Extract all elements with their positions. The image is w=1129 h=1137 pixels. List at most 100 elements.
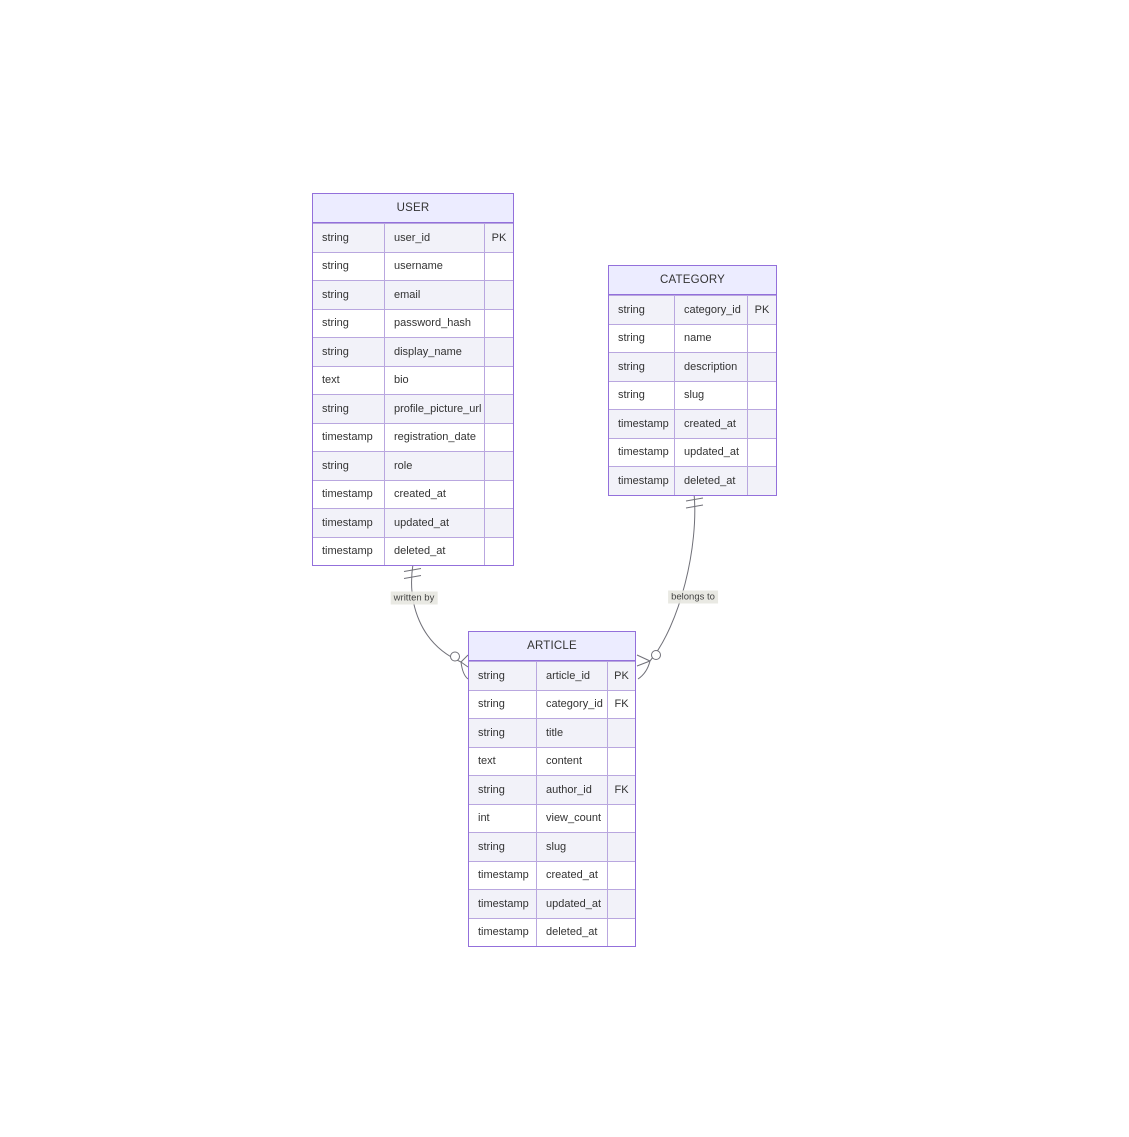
- attribute-type-cell: timestamp: [469, 860, 536, 890]
- attribute-key-cell: [484, 394, 513, 423]
- attribute-type-cell: string: [469, 832, 536, 861]
- attribute-name-cell: category_id: [674, 295, 747, 324]
- attribute-type-cell: string: [313, 308, 384, 338]
- attribute-row: timestamp updated_at: [313, 508, 513, 537]
- attribute-row: timestamp created_at: [469, 860, 635, 890]
- attribute-row: timestamp created_at: [609, 409, 776, 438]
- attribute-type-cell: text: [313, 365, 384, 395]
- attribute-name-cell: article_id: [536, 661, 607, 690]
- attribute-type-cell: timestamp: [313, 536, 384, 566]
- attribute-name-cell: deleted_at: [674, 466, 747, 495]
- attribute-key-cell: [607, 803, 635, 832]
- attribute-key-cell: PK: [607, 661, 635, 690]
- attribute-key-cell: [484, 451, 513, 480]
- attribute-row: timestamp created_at: [313, 479, 513, 508]
- attribute-row: string password_hash: [313, 308, 513, 338]
- attribute-name-cell: user_id: [384, 223, 484, 252]
- attribute-name-cell: registration_date: [384, 422, 484, 451]
- attribute-key-cell: [484, 422, 513, 451]
- attribute-row: string title: [469, 718, 635, 747]
- attribute-name-cell: role: [384, 451, 484, 480]
- attribute-name-cell: title: [536, 718, 607, 747]
- attribute-row: timestamp deleted_at: [313, 536, 513, 566]
- attribute-type-cell: string: [469, 775, 536, 804]
- attribute-name-cell: slug: [536, 832, 607, 861]
- attribute-row: timestamp updated_at: [469, 889, 635, 918]
- attribute-name-cell: password_hash: [384, 308, 484, 337]
- attribute-name-cell: category_id: [536, 689, 607, 718]
- attribute-row: string description: [609, 352, 776, 381]
- attribute-key-cell: [747, 323, 776, 352]
- attribute-key-cell: PK: [747, 295, 776, 324]
- attribute-row: string category_id PK: [609, 295, 776, 324]
- attribute-key-cell: [747, 466, 776, 495]
- attribute-key-cell: [607, 832, 635, 861]
- attribute-name-cell: created_at: [384, 479, 484, 508]
- relationship-line: [411, 563, 462, 663]
- attribute-key-cell: FK: [607, 775, 635, 804]
- attribute-type-cell: string: [313, 251, 384, 281]
- entity-title: ARTICLE: [469, 632, 635, 661]
- attribute-name-cell: username: [384, 251, 484, 280]
- attribute-row: timestamp deleted_at: [469, 917, 635, 946]
- attribute-name-cell: updated_at: [674, 437, 747, 466]
- entity-title: USER: [313, 194, 513, 223]
- attribute-name-cell: display_name: [384, 337, 484, 366]
- cardinality-exactly-one-icon: [403, 568, 422, 579]
- attribute-name-cell: email: [384, 280, 484, 309]
- attribute-row: string category_id FK: [469, 689, 635, 719]
- attribute-row: string author_id FK: [469, 775, 635, 804]
- attribute-name-cell: content: [536, 746, 607, 775]
- attribute-type-cell: timestamp: [609, 437, 674, 467]
- attribute-key-cell: [607, 718, 635, 747]
- attribute-row: text content: [469, 746, 635, 776]
- attribute-key-cell: [484, 280, 513, 309]
- attribute-row: timestamp registration_date: [313, 422, 513, 452]
- attribute-key-cell: [747, 380, 776, 409]
- attribute-row: string email: [313, 280, 513, 309]
- attribute-type-cell: timestamp: [469, 889, 536, 918]
- attribute-key-cell: PK: [484, 223, 513, 252]
- attribute-type-cell: timestamp: [313, 422, 384, 452]
- relationship-written-by: [403, 563, 469, 680]
- attribute-key-cell: [607, 746, 635, 775]
- attribute-name-cell: name: [674, 323, 747, 352]
- attribute-key-cell: [747, 409, 776, 438]
- attribute-type-cell: int: [469, 803, 536, 833]
- attribute-type-cell: timestamp: [609, 409, 674, 438]
- attribute-type-cell: string: [313, 280, 384, 309]
- attribute-type-cell: text: [469, 746, 536, 776]
- attribute-type-cell: string: [609, 295, 674, 324]
- attribute-type-cell: string: [469, 661, 536, 690]
- attribute-key-cell: [747, 352, 776, 381]
- attribute-row: string slug: [609, 380, 776, 410]
- attribute-row: string username: [313, 251, 513, 281]
- entity-title: CATEGORY: [609, 266, 776, 295]
- attribute-key-cell: [747, 437, 776, 466]
- attribute-row: string article_id PK: [469, 661, 635, 690]
- attribute-row: string role: [313, 451, 513, 480]
- entity-category: CATEGORY string category_id PK string na…: [608, 265, 777, 496]
- attribute-type-cell: timestamp: [609, 466, 674, 495]
- attribute-type-cell: string: [313, 223, 384, 252]
- attribute-row: timestamp deleted_at: [609, 466, 776, 495]
- attribute-name-cell: deleted_at: [384, 536, 484, 565]
- cardinality-exactly-one-icon: [685, 497, 704, 509]
- entity-article: ARTICLE string article_id PK string cate…: [468, 631, 636, 947]
- attribute-type-cell: string: [609, 380, 674, 410]
- attribute-key-cell: [484, 365, 513, 394]
- attribute-row: int view_count: [469, 803, 635, 833]
- attribute-type-cell: string: [609, 323, 674, 353]
- attribute-type-cell: string: [469, 689, 536, 719]
- attribute-row: timestamp updated_at: [609, 437, 776, 467]
- attribute-key-cell: [484, 536, 513, 565]
- relationship-line: [649, 492, 696, 662]
- attribute-name-cell: view_count: [536, 803, 607, 832]
- attribute-name-cell: deleted_at: [536, 917, 607, 946]
- attribute-type-cell: string: [469, 718, 536, 747]
- attribute-name-cell: created_at: [536, 860, 607, 889]
- attribute-type-cell: string: [313, 451, 384, 480]
- attribute-key-cell: [607, 917, 635, 946]
- attribute-row: string user_id PK: [313, 223, 513, 252]
